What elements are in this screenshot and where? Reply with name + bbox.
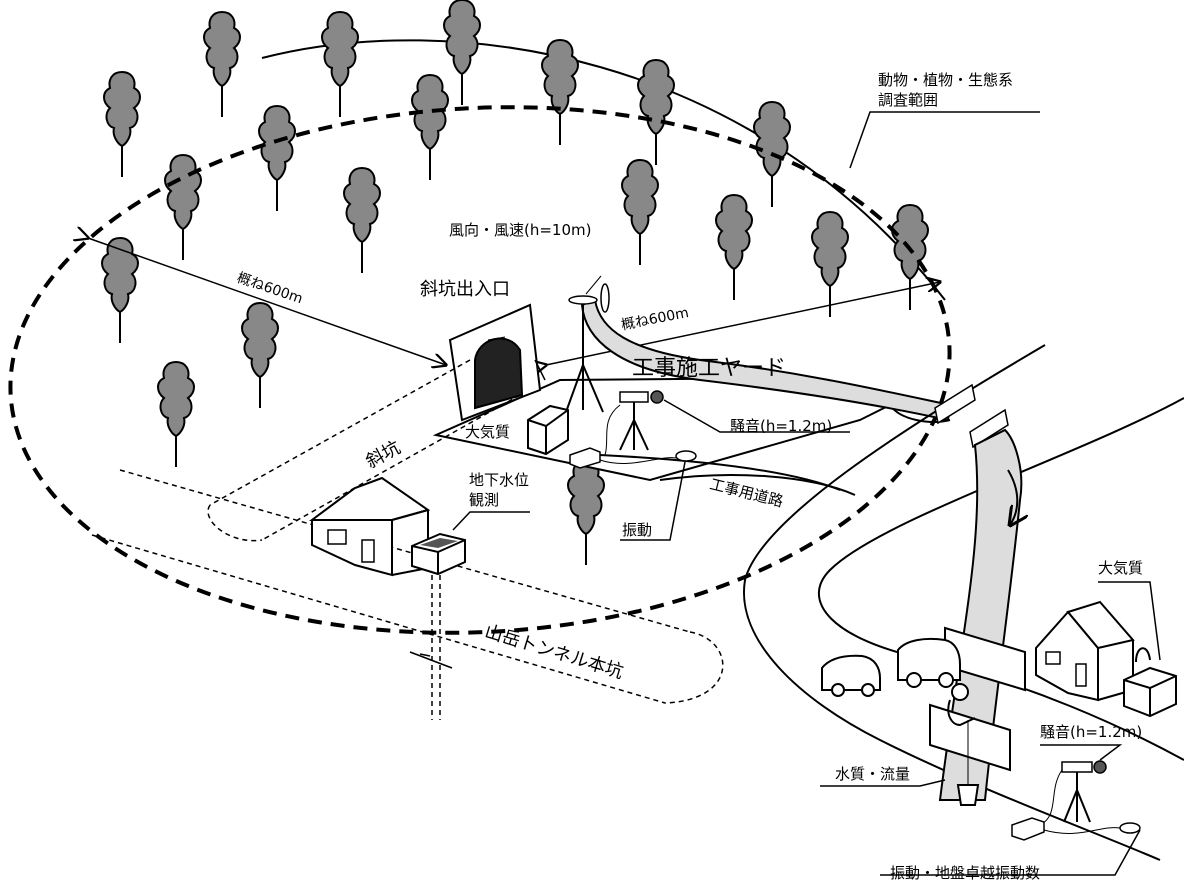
car-2	[897, 637, 961, 688]
road-outer	[742, 344, 1161, 861]
person-sampling	[947, 683, 980, 806]
survey-range-ellipse	[8, 105, 952, 635]
groundwater-label-line2: 観測	[469, 491, 500, 509]
noise-yard-label: 騒音(h=1.2m)	[730, 417, 833, 435]
water-quality-label: 水質・流量	[835, 765, 911, 783]
air-quality-yard-label: 大気質	[465, 423, 511, 441]
vibration-ground-label: 振動・地盤卓越振動数	[890, 864, 1041, 882]
groundwater-label-line1: 地下水位	[469, 471, 530, 489]
noise-meter-road	[1039, 760, 1107, 826]
shaft-entrance-label: 斜坑出入口	[420, 279, 510, 300]
river-upper	[580, 298, 952, 422]
air-quality-road-label: 大気質	[1098, 559, 1144, 577]
groundwater-well	[411, 532, 466, 720]
wind-label: 風向・風速(h=10m)	[449, 221, 592, 239]
noise-meter-yard	[604, 390, 664, 456]
car-1	[821, 654, 881, 697]
house-left	[308, 476, 431, 577]
vibration-sensor-box	[569, 447, 601, 469]
survey-range-label-line1: 動物・植物・生態系	[878, 71, 1014, 89]
house-right	[1035, 600, 1135, 702]
air-quality-box-road	[1123, 647, 1177, 718]
construction-yard-label: 工事施工ヤード	[632, 356, 787, 381]
vibration-yard-label: 振動	[622, 521, 653, 539]
survey-range-label-line2: 調査範囲	[878, 91, 939, 109]
wind-mast	[565, 275, 610, 413]
noise-road-label: 騒音(h=1.2m)	[1040, 723, 1143, 741]
air-quality-box-yard	[527, 404, 569, 456]
